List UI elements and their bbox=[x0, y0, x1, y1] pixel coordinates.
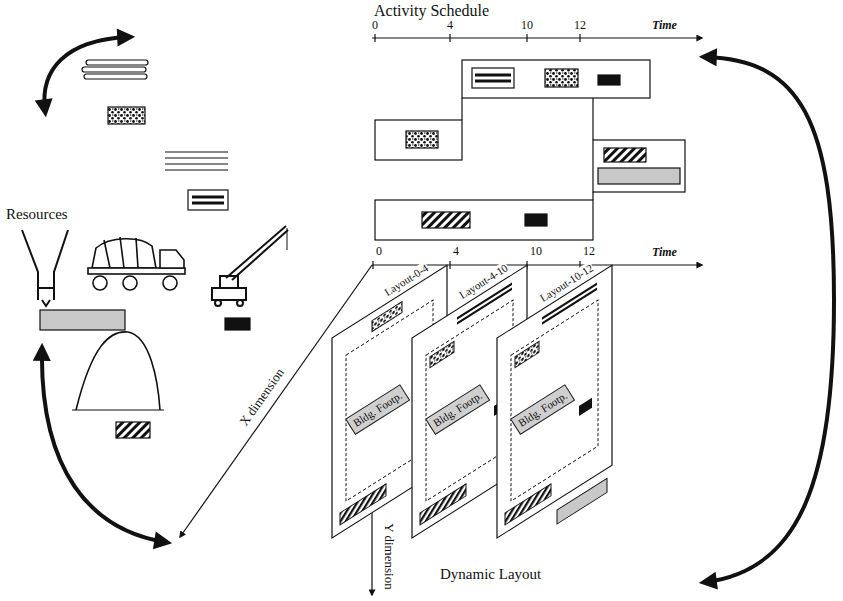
axis-number: 4 bbox=[453, 245, 459, 259]
axis-number: 12 bbox=[583, 245, 595, 259]
axis-number: 4 bbox=[447, 19, 453, 33]
axis-number: 0 bbox=[376, 245, 382, 259]
axis-number: 10 bbox=[530, 245, 542, 259]
group-label: Resources bbox=[6, 206, 68, 223]
resource-icons bbox=[22, 60, 288, 438]
chart-title: Activity Schedule bbox=[374, 2, 489, 20]
diagram-caption: Dynamic Layout bbox=[440, 566, 541, 583]
axis-title: Time bbox=[652, 19, 677, 33]
layout-axes bbox=[180, 261, 702, 595]
axis-title: Time bbox=[652, 246, 677, 260]
axis-title: Y dimension bbox=[381, 523, 396, 589]
axis-number: 12 bbox=[574, 19, 586, 33]
cycle-arrows bbox=[42, 37, 834, 582]
activity-schedule-chart bbox=[372, 34, 702, 240]
axis-title: X dimension bbox=[237, 365, 288, 428]
axis-number: 10 bbox=[521, 19, 533, 33]
layout-plane: Layout-10-12Bldg. Footp. bbox=[497, 265, 612, 538]
axis-number: 0 bbox=[372, 19, 378, 33]
